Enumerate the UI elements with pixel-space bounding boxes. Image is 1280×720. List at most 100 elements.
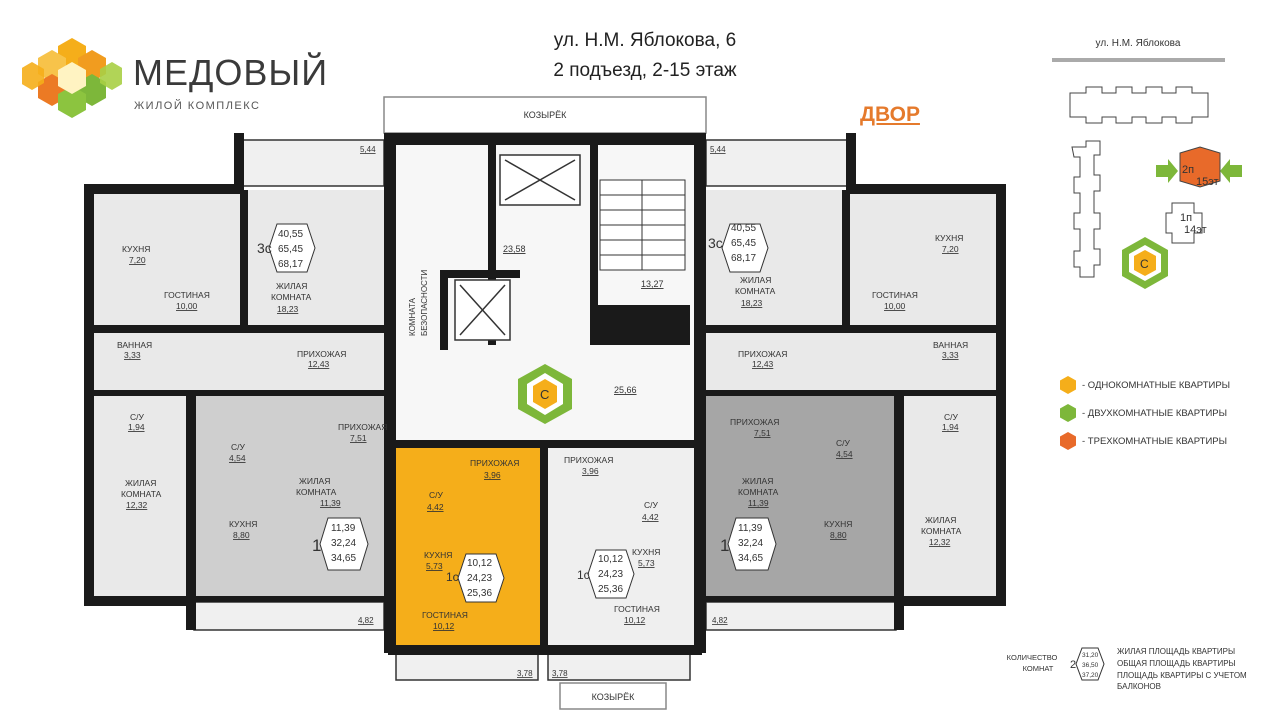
balcony-area-value: 34,65 [331, 553, 356, 564]
rooms-count: 1 [720, 536, 729, 555]
room-label: ГОСТИНАЯ [872, 290, 918, 300]
legend-label: - ТРЕХКОМНАТНЫЕ КВАРТИРЫ [1082, 435, 1228, 447]
balcony-area-value: 68,17 [278, 259, 303, 270]
room-label: КОМНАТА [121, 489, 162, 499]
safety-room-l1: КОМНАТА [408, 297, 417, 336]
apartment-badge [457, 553, 505, 603]
canopy-bottom-label: КОЗЫРЁК [592, 692, 636, 702]
stairs-icon [599, 179, 686, 271]
room-label: С/У [836, 438, 851, 448]
room-area: 1,94 [128, 422, 145, 432]
yard-label: ДВОР [860, 103, 920, 126]
balcony-area: 5,44 [360, 145, 376, 154]
room-area: 12,32 [929, 537, 951, 547]
legend-label: - ОДНОКОМНАТНЫЕ КВАРТИРЫ [1082, 379, 1231, 391]
key-balcony: БАЛКОНОВ [1117, 682, 1161, 691]
canopy-bottom [559, 682, 667, 710]
balcony-area-value: 25,36 [467, 588, 492, 599]
site-entrance-2: 2п [1182, 164, 1194, 176]
arrow-right-icon [1156, 159, 1178, 183]
elevator-icon [454, 154, 581, 341]
room-label: С/У [944, 412, 959, 422]
total-area-value: 32,24 [738, 538, 763, 549]
room-label: КОМНАТА [296, 487, 337, 497]
room-label: ЖИЛАЯ [276, 281, 307, 291]
stair-area: 13,27 [641, 279, 664, 289]
balcony-area: 4,82 [712, 616, 728, 625]
svg-text:C: C [540, 387, 549, 402]
room-area: 3,96 [582, 466, 599, 476]
room-area: 3,33 [124, 350, 141, 360]
total-area-value: 24,23 [467, 573, 492, 584]
rooms-count: 3с [257, 240, 272, 256]
total-area-value: 24,23 [598, 569, 623, 580]
key-living: ЖИЛАЯ ПЛОЩАДЬ КВАРТИРЫ [1117, 647, 1235, 656]
room-label: ПРИХОЖАЯ [470, 458, 519, 468]
address-line2: 2 подъезд, 2-15 этаж [553, 60, 737, 81]
room-area: 12,32 [126, 500, 148, 510]
total-area-value: 65,45 [278, 244, 303, 255]
key-value: 36,50 [1082, 662, 1099, 669]
balcony [241, 139, 385, 187]
rooms-count: 3с [708, 235, 723, 251]
room-area: 3,96 [484, 470, 501, 480]
room-area: 18,23 [741, 298, 763, 308]
legend-swatch [1060, 404, 1076, 422]
arrow-left-icon [1220, 159, 1242, 183]
room-label: ГОСТИНАЯ [422, 610, 468, 620]
key-balcony: ПЛОЩАДЬ КВАРТИРЫ С УЧЕТОМ [1117, 671, 1247, 680]
canopy-top-label: КОЗЫРЁК [524, 110, 568, 120]
balcony-area-value: 25,36 [598, 584, 623, 595]
living-area-value: 11,39 [738, 523, 763, 534]
c-logo-icon: C [1122, 237, 1168, 289]
key-rooms-count: 2 [1070, 659, 1076, 671]
room-label: ПРИХОЖАЯ [297, 349, 346, 359]
apartment-badge [587, 549, 635, 599]
site-floors-1: 14эт [1184, 224, 1207, 236]
living-area-value: 11,39 [331, 523, 356, 534]
balcony-area: 3,78 [552, 669, 568, 678]
rooms-count: 1 [312, 536, 321, 555]
floor-plan: КОЗЫРЁК КОЗЫРЁК [84, 96, 1006, 710]
room-label: ВАННАЯ [117, 340, 152, 350]
apt-1-right-labels: 1 11,39 32,24 34,65 ПРИХОЖАЯ 7,51 С/У 4,… [720, 417, 853, 571]
apt-1c-right [546, 444, 694, 650]
apartment-badge [268, 223, 316, 273]
key-value: 31,20 [1082, 652, 1099, 659]
safety-room-l2: БЕЗОПАСНОСТИ [420, 270, 429, 336]
room-area: 10,12 [624, 615, 646, 625]
room-area: 3,33 [942, 350, 959, 360]
room-label: ПРИХОЖАЯ [564, 455, 613, 465]
living-area-value: 40,55 [731, 223, 756, 234]
legend-label: - ДВУХКОМНАТНЫЕ КВАРТИРЫ [1082, 407, 1228, 419]
room-area: 10,00 [884, 301, 906, 311]
room-area: 11,39 [748, 498, 769, 508]
room-label: ВАННАЯ [933, 340, 968, 350]
room-area: 12,43 [752, 359, 774, 369]
site-plan: 2п 15эт 1п 14эт C [1069, 86, 1242, 289]
rooms-count: 1с [577, 568, 590, 582]
apartment-badge [721, 223, 769, 273]
room-area: 11,39 [320, 498, 341, 508]
room-area: 8,80 [830, 530, 847, 540]
balcony-area: 3,78 [517, 669, 533, 678]
balcony [705, 601, 897, 631]
room-area: 4,42 [427, 502, 444, 512]
apt-1c-right-labels: 1с 10,12 24,23 25,36 ПРИХОЖАЯ 3,96 С/У 4… [564, 455, 660, 625]
total-area-value: 32,24 [331, 538, 356, 549]
living-area-value: 10,12 [598, 554, 623, 565]
brand-name: МЕДОВЫЙ [133, 52, 329, 93]
room-label: КУХНЯ [935, 233, 963, 243]
legend-one-room: - ОДНОКОМНАТНЫЕ КВАРТИРЫ [1060, 376, 1230, 394]
room-area: 7,51 [754, 428, 771, 438]
room-area: 4,42 [642, 512, 659, 522]
living-area-value: 10,12 [467, 558, 492, 569]
room-label: ЖИЛАЯ [925, 515, 956, 525]
room-label: КОМНАТА [738, 487, 779, 497]
room-label: ЖИЛАЯ [299, 476, 330, 486]
site-floors-2: 15эт [1196, 176, 1219, 188]
apt-3c-left-labels: 3с 40,55 65,45 68,17 КУХНЯ 7,20 ГОСТИНАЯ… [117, 223, 346, 510]
room-label: ЖИЛАЯ [125, 478, 156, 488]
svg-text:C: C [1140, 257, 1149, 271]
room-area: 1,94 [942, 422, 959, 432]
